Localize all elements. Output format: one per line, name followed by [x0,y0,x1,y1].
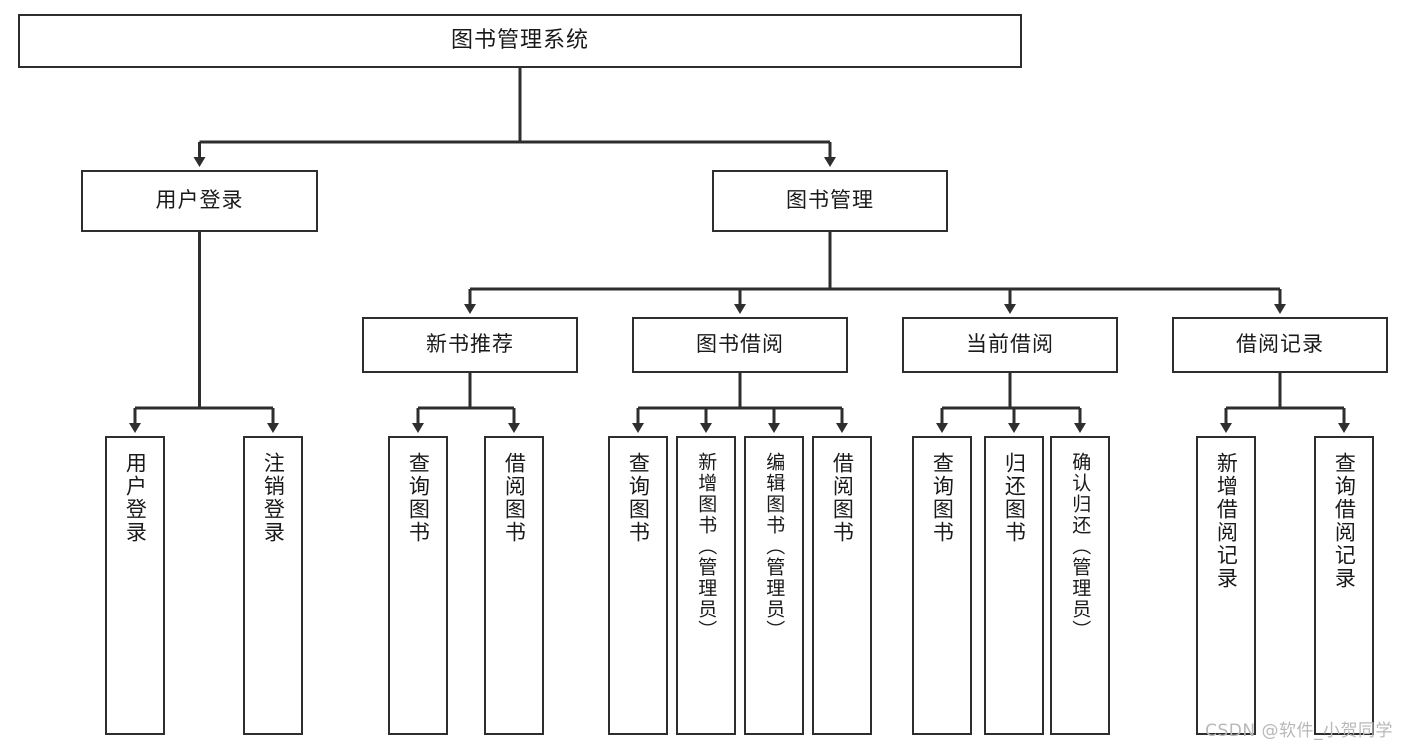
node-leaf-query-book-rec[interactable]: 查询图书 [388,436,448,735]
node-label: 借阅图书 [502,452,527,544]
node-label: 注销登录 [261,452,286,544]
node-leaf-confirm-return[interactable]: 确认归还（管理员） [1050,436,1110,735]
node-leaf-logout[interactable]: 注销登录 [243,436,303,735]
node-book-borrow[interactable]: 图书借阅 [632,317,848,373]
node-borrow-record[interactable]: 借阅记录 [1172,317,1388,373]
node-label: 用户登录 [123,452,148,544]
node-label: 图书借阅 [696,332,784,357]
node-new-book-rec[interactable]: 新书推荐 [362,317,578,373]
node-label: 用户登录 [155,188,244,213]
node-label: 编辑图书（管理员） [763,452,786,641]
node-label: 新书推荐 [426,332,514,357]
node-label: 借阅图书 [830,452,855,544]
node-leaf-add-book[interactable]: 新增图书（管理员） [676,436,736,735]
node-label: 当前借阅 [966,332,1054,357]
node-label: 新增借阅记录 [1214,452,1239,590]
node-leaf-edit-book[interactable]: 编辑图书（管理员） [744,436,804,735]
node-label: 查询图书 [930,452,955,544]
node-label: 查询图书 [626,452,651,544]
node-label: 查询借阅记录 [1332,452,1357,590]
node-label: 查询图书 [406,452,431,544]
node-leaf-user-login[interactable]: 用户登录 [105,436,165,735]
node-label: 归还图书 [1002,452,1027,544]
node-label: 借阅记录 [1236,332,1324,357]
node-leaf-query-current[interactable]: 查询图书 [912,436,972,735]
node-leaf-borrow-book[interactable]: 借阅图书 [812,436,872,735]
node-label: 图书管理系统 [450,27,589,53]
node-book-manage[interactable]: 图书管理 [712,170,948,232]
node-root[interactable]: 图书管理系统 [18,14,1022,68]
node-user-login[interactable]: 用户登录 [81,170,318,232]
node-label: 图书管理 [786,188,874,213]
node-label: 确认归还（管理员） [1069,452,1092,641]
node-leaf-borrow-book-rec[interactable]: 借阅图书 [484,436,544,735]
node-leaf-query-record[interactable]: 查询借阅记录 [1314,436,1374,735]
node-current-borrow[interactable]: 当前借阅 [902,317,1118,373]
node-leaf-query-book[interactable]: 查询图书 [608,436,668,735]
node-leaf-return-book[interactable]: 归还图书 [984,436,1044,735]
node-leaf-add-record[interactable]: 新增借阅记录 [1196,436,1256,735]
node-label: 新增图书（管理员） [695,452,718,641]
